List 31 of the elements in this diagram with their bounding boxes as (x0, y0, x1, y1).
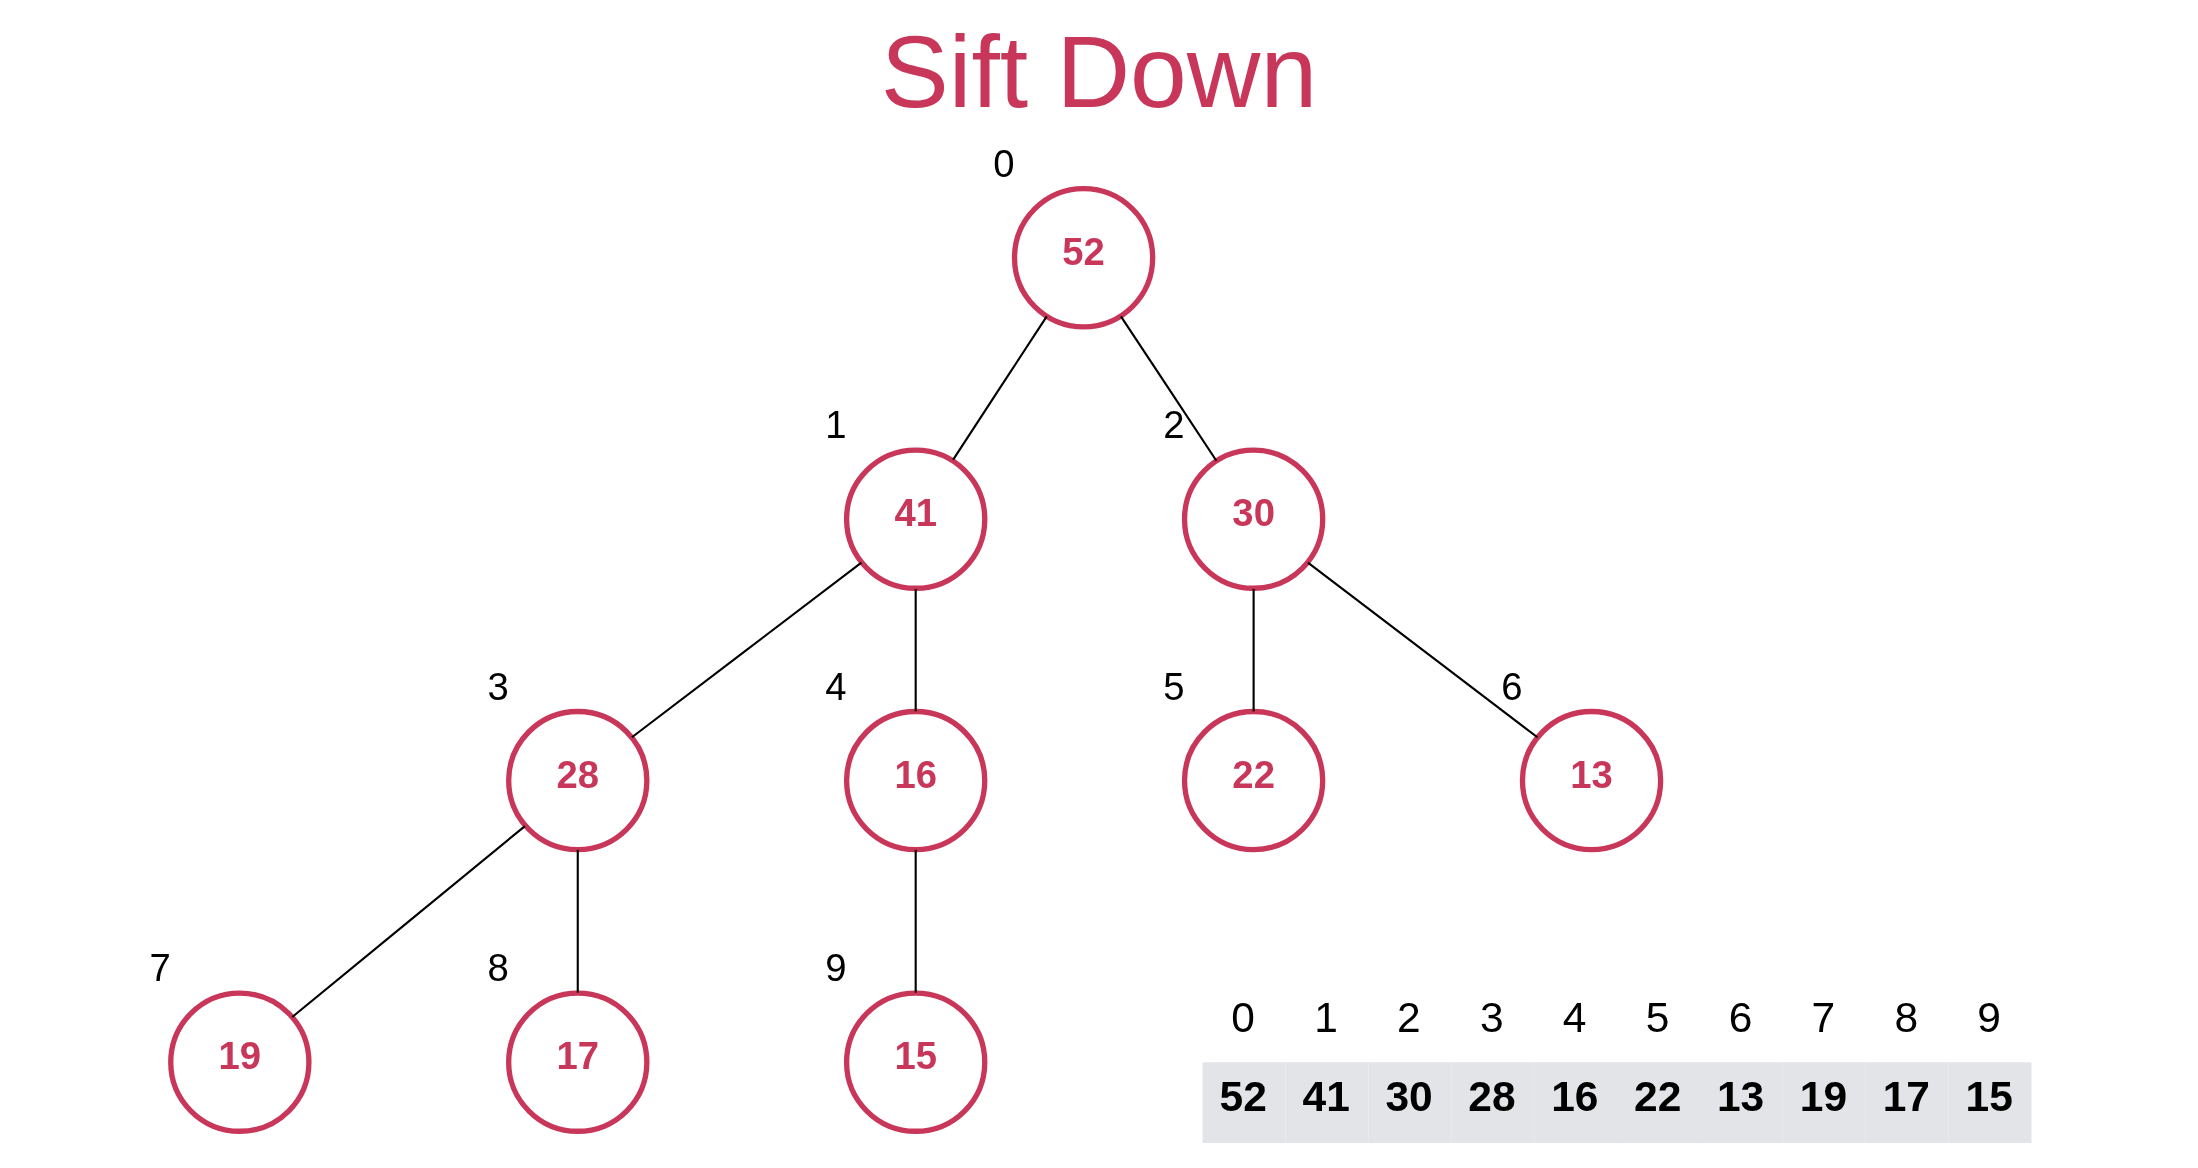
label: 30 (1385, 1073, 1433, 1121)
label: 1 (1314, 994, 1338, 1042)
label: 7 (1811, 994, 1836, 1042)
label: 22 (1634, 1073, 1682, 1121)
label: 5 (1645, 994, 1670, 1042)
node-label: 3 (487, 664, 509, 708)
label: 16 (1551, 1073, 1599, 1121)
label: 13 (1716, 1073, 1765, 1121)
label: 15 (1965, 1073, 2013, 1121)
node-label: 7 (149, 946, 171, 990)
label: 41 (1302, 1073, 1350, 1121)
node-label: 4 (825, 664, 847, 708)
label: 3 (1479, 994, 1504, 1042)
label: 6 (1728, 994, 1753, 1042)
node-label: 5 (1163, 664, 1185, 708)
label: 28 (1468, 1073, 1516, 1121)
label: 2 (1397, 994, 1421, 1042)
node-label: 1 (825, 403, 847, 447)
label: 9 (1977, 994, 2001, 1042)
node-label: 0 (993, 141, 1015, 185)
node-label: 8 (487, 946, 509, 990)
label: 17 (1882, 1073, 1930, 1121)
label: 52 (1219, 1073, 1267, 1121)
node-label: 6 (1501, 664, 1523, 708)
label: 4 (1562, 994, 1587, 1042)
node-label: 2 (1163, 403, 1185, 447)
diagram-title: Sift Down (880, 14, 1318, 129)
label: 0 (1231, 994, 1255, 1042)
node-label: 9 (825, 946, 847, 990)
label: 8 (1894, 994, 1919, 1042)
label: 19 (1799, 1073, 1848, 1121)
